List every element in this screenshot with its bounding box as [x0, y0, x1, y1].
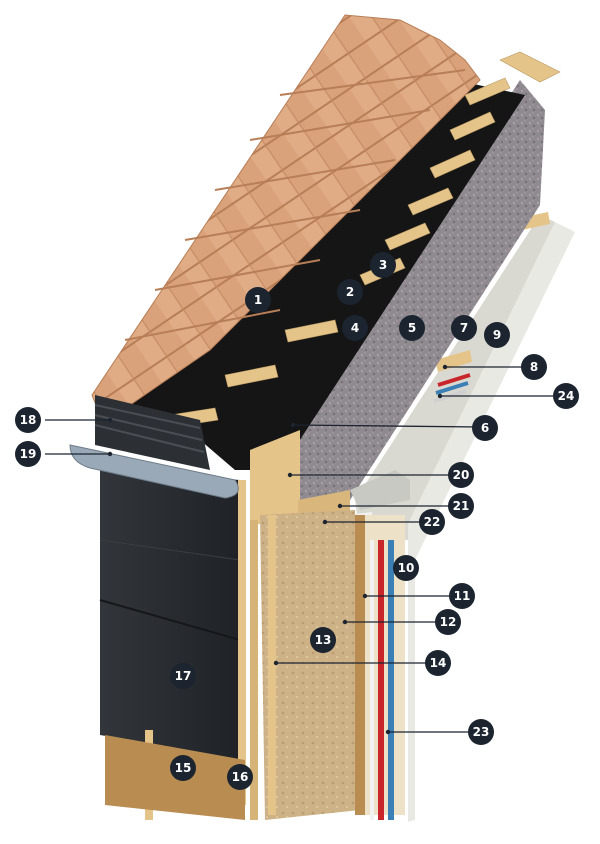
- tile-ridges: [124, 69, 466, 341]
- callout-number: 1: [254, 293, 262, 307]
- callout-number: 4: [351, 321, 359, 335]
- callout-number: 15: [175, 761, 192, 775]
- callout-number: 23: [473, 725, 490, 739]
- callout-circle: [310, 627, 336, 653]
- callout-circle: [448, 462, 474, 488]
- callout-number: 3: [379, 258, 387, 272]
- pipe-red: [378, 540, 384, 820]
- callout-circle: [484, 322, 510, 348]
- cable: [370, 540, 374, 820]
- callout-circle: [521, 354, 547, 380]
- callout-number: 9: [493, 328, 501, 342]
- callout-number: 20: [453, 468, 470, 482]
- callout-number: 2: [346, 285, 354, 299]
- callout-number: 24: [558, 389, 575, 403]
- callout-circle: [468, 719, 494, 745]
- callout-14: 14: [425, 650, 451, 676]
- gutter: [69, 444, 239, 499]
- callout-circle: [170, 663, 196, 689]
- callout-number: 18: [20, 413, 37, 427]
- callout-number: 12: [440, 615, 457, 629]
- osb-layer: [355, 515, 365, 815]
- interior-ceiling-board: [355, 215, 555, 540]
- callout-number: 22: [424, 515, 441, 529]
- callout-circle: [15, 441, 41, 467]
- callout-circle: [448, 493, 474, 519]
- callout-circle: [337, 279, 363, 305]
- callout-number: 14: [430, 656, 447, 670]
- callout-7: 7: [451, 315, 477, 341]
- callout-circle: [419, 509, 445, 535]
- callout-1: 1: [245, 287, 271, 313]
- callout-circle: [245, 287, 271, 313]
- callout-circle: [451, 315, 477, 341]
- callout-number: 19: [20, 447, 37, 461]
- callout-11: 11: [449, 583, 475, 609]
- callout-circle: [15, 407, 41, 433]
- fascia-board: [95, 395, 210, 470]
- callout-5: 5: [399, 315, 425, 341]
- callout-circle: [435, 609, 461, 635]
- cladding-batten: [238, 480, 246, 805]
- callout-17: 17: [170, 663, 196, 689]
- callout-2: 2: [337, 279, 363, 305]
- callout-15: 15: [170, 755, 196, 781]
- callout-19: 19: [15, 441, 41, 467]
- callout-circle: [399, 315, 425, 341]
- callout-18: 18: [15, 407, 41, 433]
- callout-number: 5: [408, 321, 416, 335]
- callout-13: 13: [310, 627, 336, 653]
- callout-number: 13: [315, 633, 332, 647]
- callout-number: 21: [453, 499, 470, 513]
- cladding-joint: [99, 599, 241, 641]
- callout-circle: [425, 650, 451, 676]
- callout-3: 3: [370, 252, 396, 278]
- callout-number: 11: [454, 589, 471, 603]
- callout-circle: [553, 383, 579, 409]
- facade-cladding: [100, 470, 240, 760]
- roof-membrane: [95, 80, 525, 470]
- roof-insulation: [290, 80, 545, 500]
- callout-12: 12: [435, 609, 461, 635]
- callout-circle: [393, 555, 419, 581]
- callout-6: 6: [472, 415, 498, 441]
- callout-22: 22: [419, 509, 445, 535]
- callout-circle: [449, 583, 475, 609]
- leader-lines: [45, 366, 563, 733]
- callout-number: 8: [530, 360, 538, 374]
- fascia-ribs: [94, 404, 205, 453]
- callout-circle: [170, 755, 196, 781]
- callout-circle: [227, 764, 253, 790]
- callout-8: 8: [521, 354, 547, 380]
- cladding-joint: [99, 539, 241, 561]
- callout-16: 16: [227, 764, 253, 790]
- callout-number: 7: [460, 321, 468, 335]
- callout-number: 17: [175, 669, 192, 683]
- callout-circle: [370, 252, 396, 278]
- pipe-blue: [388, 540, 394, 820]
- wall-stud: [268, 515, 276, 815]
- callout-9: 9: [484, 322, 510, 348]
- callout-10: 10: [393, 555, 419, 581]
- ceiling-flashing: [350, 470, 410, 510]
- callout-circle: [342, 315, 368, 341]
- callout-circle: [472, 415, 498, 441]
- wall-stud: [250, 520, 258, 820]
- leader-dots: [107, 364, 448, 735]
- callout-21: 21: [448, 493, 474, 519]
- wood-fibre-board: [260, 510, 360, 820]
- callout-number: 6: [481, 421, 489, 435]
- callout-number: 10: [398, 561, 415, 575]
- callout-24: 24: [553, 383, 579, 409]
- callout-20: 20: [448, 462, 474, 488]
- callout-number: 16: [232, 770, 249, 784]
- eave-timber: [250, 430, 300, 525]
- roof-battens: [169, 51, 561, 428]
- callout-23: 23: [468, 719, 494, 745]
- callout-4: 4: [342, 315, 368, 341]
